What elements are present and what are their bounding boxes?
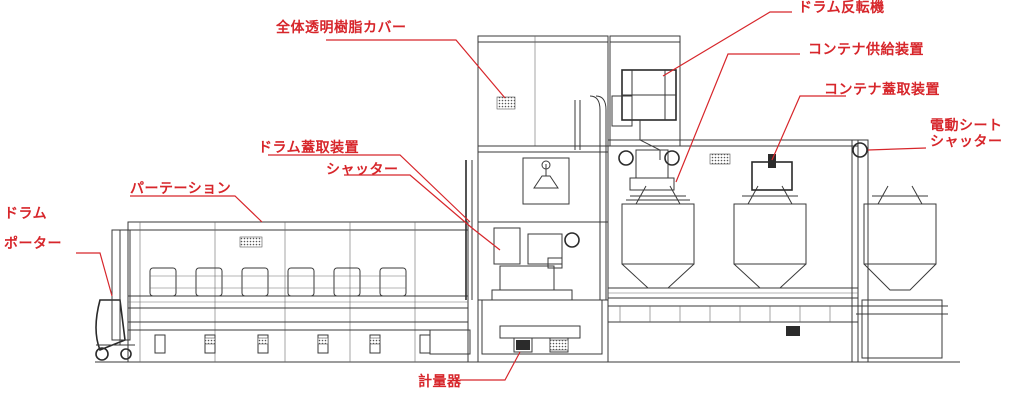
central-tower <box>477 35 681 363</box>
container-section <box>607 139 859 363</box>
drum-porter <box>95 229 135 361</box>
label-drum-flipper: ドラム反転機 <box>798 0 885 16</box>
drums-row <box>149 267 407 297</box>
conveyor-legs <box>154 334 431 354</box>
container-1 <box>621 185 695 289</box>
label-scale: 計量器 <box>418 374 462 390</box>
label-container-supply: コンテナ供給装置 <box>808 42 924 58</box>
drum-flipper-mechanism <box>574 69 680 300</box>
label-electric-shutter-line2: シャッター <box>930 134 1003 150</box>
electric-sheet-shutter <box>851 139 869 363</box>
outer-container <box>856 185 948 359</box>
label-partition: パーテーション <box>130 181 232 197</box>
drum-lid-remover <box>465 160 580 301</box>
label-drum-porter-line1: ドラム <box>4 206 48 222</box>
container-2 <box>733 154 807 289</box>
label-electric-shutter-line1: 電動シート <box>930 118 1003 134</box>
label-drum-porter: ドラム ポーター <box>4 206 62 252</box>
partition-frame <box>127 221 469 363</box>
label-transparent-cover: 全体透明樹脂カバー <box>276 20 407 36</box>
label-shutter: シャッター <box>326 162 399 178</box>
label-drum-lid: ドラム蓋取装置 <box>258 140 360 156</box>
label-drum-porter-line2: ポーター <box>4 236 62 252</box>
label-container-lid: コンテナ蓋取装置 <box>824 82 940 98</box>
weighing-scale <box>429 299 603 355</box>
leader-lines <box>76 11 927 381</box>
label-electric-shutter: 電動シート シャッター <box>930 118 1003 150</box>
